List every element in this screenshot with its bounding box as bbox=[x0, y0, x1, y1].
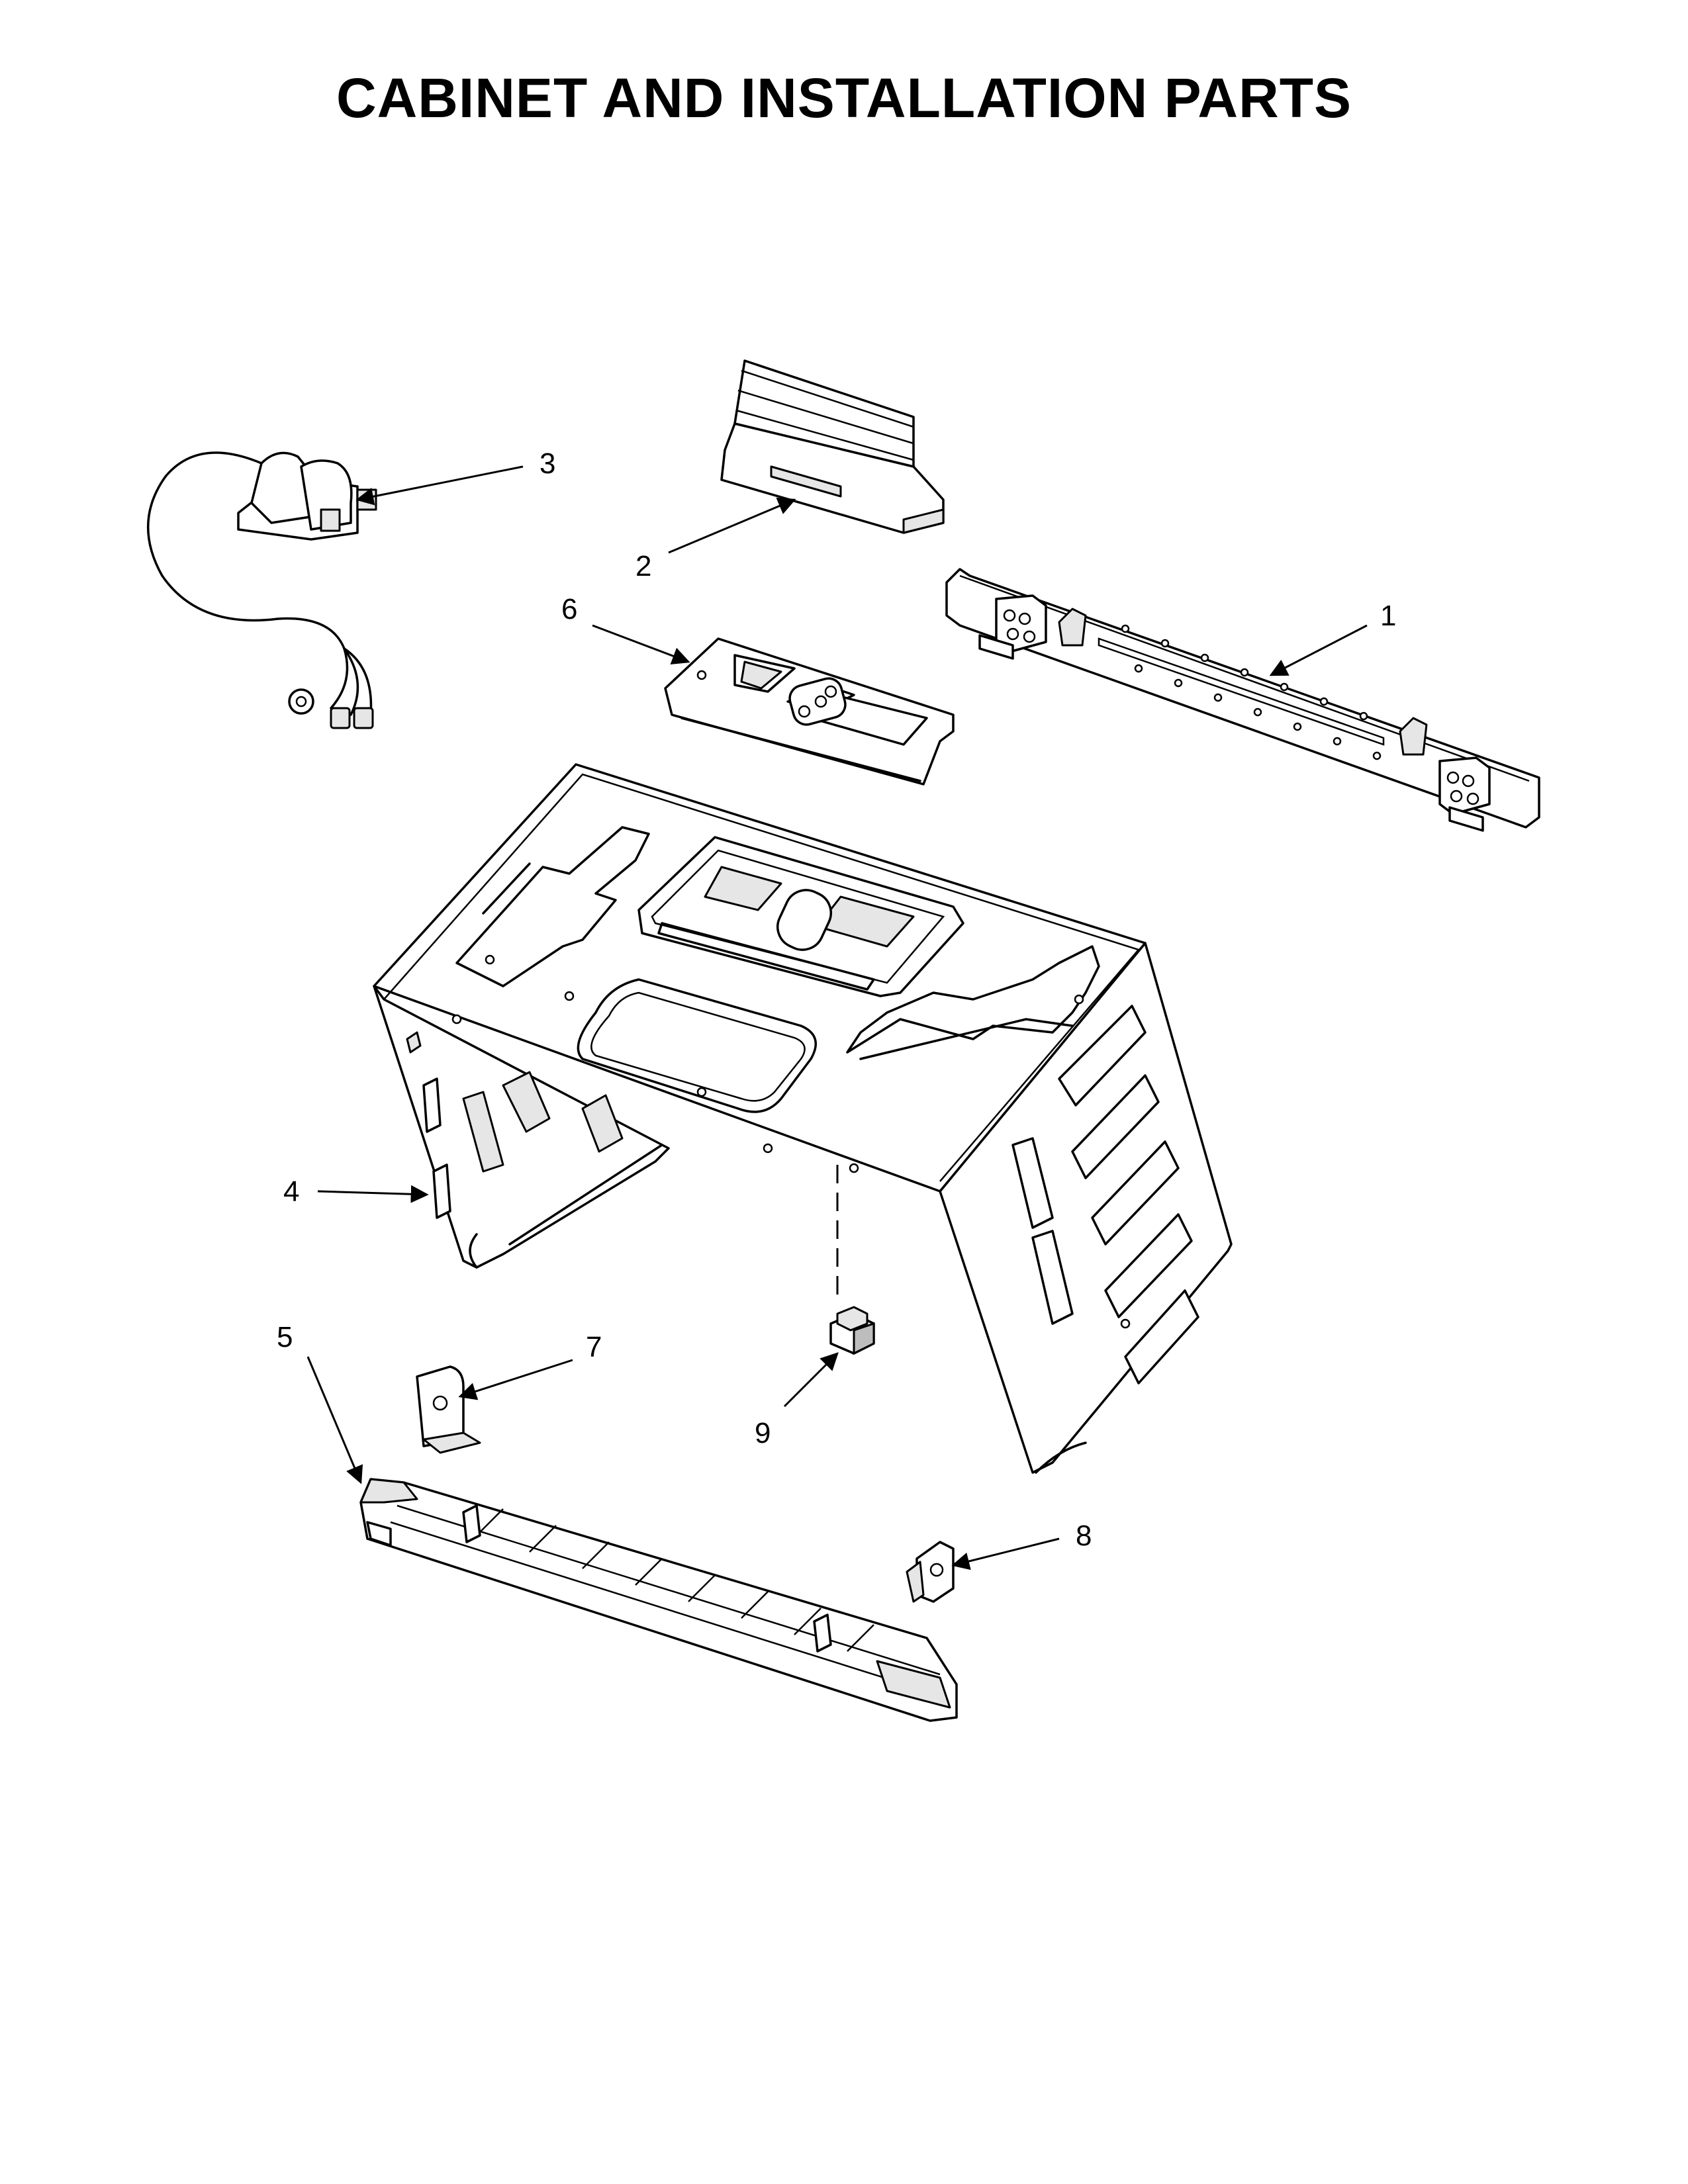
leader-6 bbox=[592, 624, 690, 665]
leader-9 bbox=[783, 1352, 839, 1408]
leader-5 bbox=[306, 1356, 363, 1484]
callout-3: 3 bbox=[539, 447, 555, 480]
leader-2 bbox=[668, 497, 796, 554]
callout-6: 6 bbox=[561, 593, 577, 625]
callout-7: 7 bbox=[586, 1331, 602, 1363]
leader-8 bbox=[951, 1537, 1060, 1570]
part-2-top-vent bbox=[720, 359, 945, 534]
leader-4 bbox=[317, 1185, 429, 1203]
part-7-bracket bbox=[416, 1365, 481, 1454]
callout-1: 1 bbox=[1380, 600, 1396, 632]
leader-1 bbox=[1269, 624, 1368, 676]
part-9-clip bbox=[829, 1165, 875, 1355]
part-5-bottom-vent bbox=[359, 1478, 958, 1722]
part-3-power-cord bbox=[146, 451, 377, 729]
leader-lines bbox=[306, 465, 1368, 1570]
callout-2: 2 bbox=[635, 550, 651, 582]
part-6-mounting-plate bbox=[664, 637, 955, 786]
callout-9: 9 bbox=[755, 1417, 771, 1449]
callout-4: 4 bbox=[283, 1175, 299, 1208]
part-1-mounting-rail bbox=[945, 568, 1540, 832]
leader-7 bbox=[458, 1359, 573, 1400]
callout-5: 5 bbox=[277, 1321, 293, 1353]
part-4-cabinet-wrapper bbox=[373, 763, 1233, 1474]
callout-labels: 3 2 6 1 4 5 7 9 8 bbox=[277, 447, 1396, 1552]
part-8-bracket bbox=[906, 1541, 955, 1603]
page-title: CABINET AND INSTALLATION PARTS bbox=[336, 67, 1352, 129]
leader-3 bbox=[355, 465, 524, 506]
callout-8: 8 bbox=[1076, 1520, 1092, 1552]
